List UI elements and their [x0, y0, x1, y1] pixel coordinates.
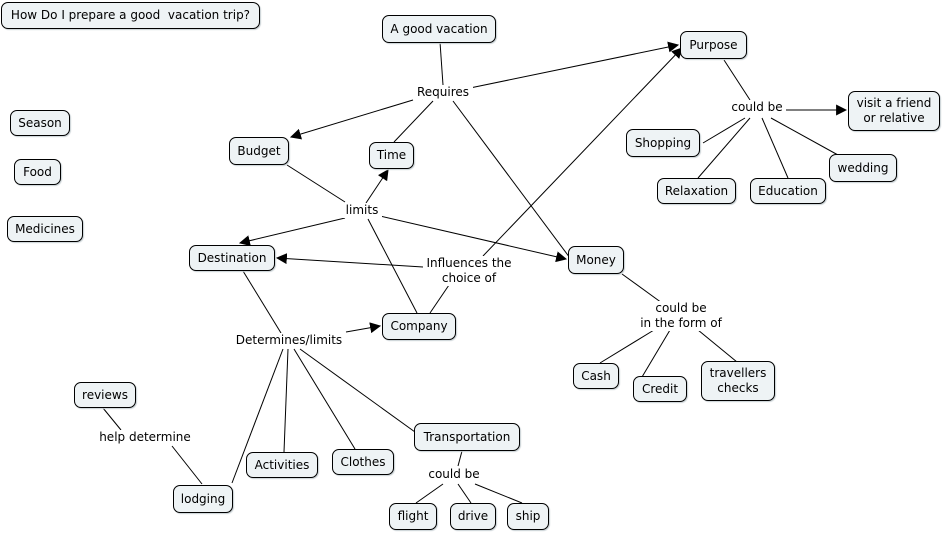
edge-determines-lodging	[231, 348, 284, 484]
edge-determines-company	[345, 322, 382, 334]
company-node[interactable]: Company	[382, 313, 456, 340]
edge-help-lodging	[171, 445, 203, 485]
good-vacation-node[interactable]: A good vacation	[382, 15, 496, 43]
reviews-node[interactable]: reviews	[74, 382, 136, 408]
flight-node[interactable]: flight	[389, 503, 437, 530]
purpose-node[interactable]: Purpose	[680, 31, 747, 59]
link-could-be-money[interactable]: could be in the form of	[636, 301, 726, 331]
edge-formof-credit	[641, 329, 671, 378]
edge-requires-money	[452, 100, 571, 259]
edge-couldbe-ship	[474, 483, 523, 504]
edge-requires-purpose	[469, 41, 680, 89]
link-could-be-purpose[interactable]: could be	[728, 100, 786, 115]
edge-couldbe-wedding	[770, 117, 839, 156]
edge-limits-company	[367, 218, 418, 314]
credit-node[interactable]: Credit	[633, 376, 687, 402]
edge-couldbe-flight	[415, 483, 444, 504]
link-determines[interactable]: Determines/limits	[232, 333, 346, 348]
link-requires[interactable]: Requires	[413, 85, 473, 100]
edge-requires-budget	[289, 99, 414, 140]
visit-friend-node[interactable]: visit a friend or relative	[848, 91, 940, 131]
money-node[interactable]: Money	[568, 246, 624, 274]
edge-transport-couldbe	[457, 450, 463, 467]
edge-couldbe-drive	[457, 483, 472, 504]
edge-destination-determines	[242, 270, 282, 334]
edge-influences-purpose	[482, 47, 683, 257]
link-could-be-transport[interactable]: could be	[424, 467, 484, 482]
question-node[interactable]: How Do I prepare a good vacation trip?	[1, 2, 260, 29]
time-node[interactable]: Time	[369, 142, 414, 169]
medicines-node[interactable]: Medicines	[7, 216, 83, 242]
link-influences[interactable]: Influences the choice of	[423, 256, 515, 286]
edge-vacation-requires	[439, 41, 444, 86]
wedding-node[interactable]: wedding	[829, 154, 897, 182]
lodging-node[interactable]: lodging	[173, 485, 233, 513]
edge-formof-cash	[599, 329, 655, 364]
edge-purpose-couldbe	[723, 59, 751, 101]
food-node[interactable]: Food	[14, 159, 61, 185]
edge-company-influences	[429, 284, 450, 314]
edge-limits-destination	[238, 217, 346, 247]
destination-node[interactable]: Destination	[189, 245, 275, 271]
edge-determines-transportation	[299, 348, 416, 433]
edge-influences-destination	[275, 253, 424, 268]
edge-money-formof	[621, 273, 663, 304]
relaxation-node[interactable]: Relaxation	[657, 178, 736, 204]
education-node[interactable]: Education	[750, 178, 826, 204]
edge-formof-checks	[697, 329, 738, 363]
travellers-checks-node[interactable]: travellers checks	[701, 361, 775, 401]
edge-determines-activities	[283, 348, 289, 453]
link-limits[interactable]: limits	[342, 203, 382, 218]
link-help-determine[interactable]: help determine	[95, 430, 195, 445]
edge-requires-time	[393, 100, 434, 143]
edge-limits-money	[379, 215, 568, 263]
transportation-node[interactable]: Transportation	[414, 423, 520, 451]
edge-determines-clothes	[293, 348, 356, 450]
season-node[interactable]: Season	[10, 110, 70, 136]
cash-node[interactable]: Cash	[573, 363, 619, 389]
ship-node[interactable]: ship	[507, 503, 549, 530]
edge-couldbe-shopping	[702, 117, 746, 144]
budget-node[interactable]: Budget	[229, 137, 289, 165]
edge-reviews-help	[102, 407, 122, 431]
edge-couldbe-relaxation	[697, 117, 751, 179]
shopping-node[interactable]: Shopping	[626, 129, 700, 157]
edge-limits-time	[365, 169, 389, 204]
edge-budget-limits	[286, 164, 346, 203]
drive-node[interactable]: drive	[450, 503, 496, 530]
edge-couldbe-education	[761, 117, 789, 179]
activities-node[interactable]: Activities	[246, 452, 318, 478]
clothes-node[interactable]: Clothes	[332, 449, 394, 475]
